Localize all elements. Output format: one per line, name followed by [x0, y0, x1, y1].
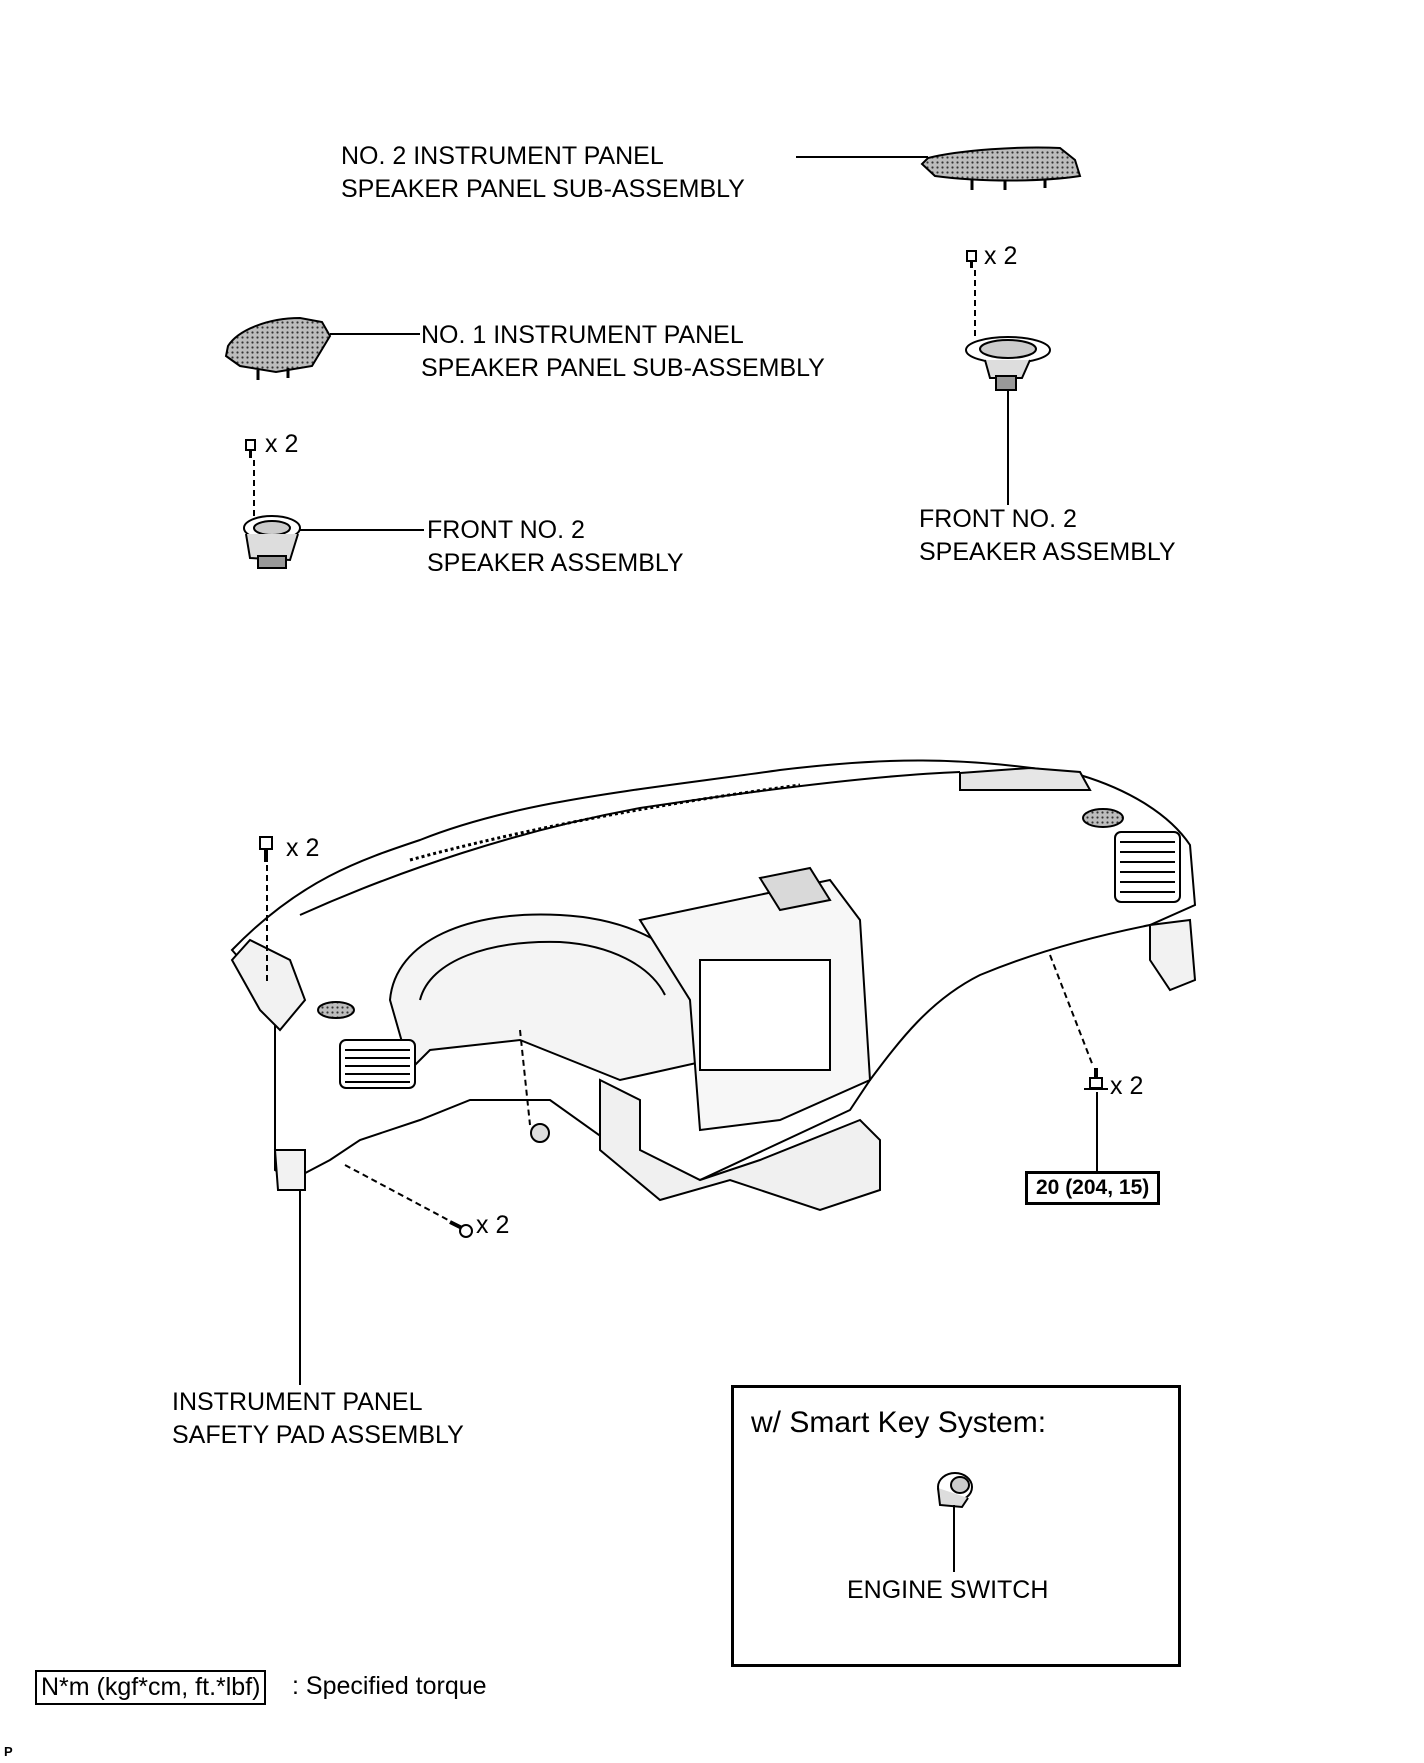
label-line: SPEAKER ASSEMBLY: [919, 538, 1176, 566]
torque-legend-text: : Specified torque: [292, 1672, 487, 1700]
top-left-bolt-icon: [259, 836, 273, 862]
label-line: NO. 2 INSTRUMENT PANEL: [341, 142, 664, 170]
no2-speaker-panel-label: NO. 2 INSTRUMENT PANEL SPEAKER PANEL SUB…: [341, 140, 745, 206]
lower-left-bolt-icon: [449, 1220, 473, 1238]
front-no2-speaker-left-part: [243, 515, 301, 569]
qty-right-speaker-screw: x 2: [984, 242, 1018, 270]
no1-speaker-panel-part: [224, 316, 332, 380]
right-screw-icon: [966, 250, 977, 268]
label-line: SAFETY PAD ASSEMBLY: [172, 1421, 464, 1449]
qty-left-speaker-screw: x 2: [265, 430, 299, 458]
engine-switch-part: [937, 1472, 973, 1509]
smart-key-title: w/ Smart Key System:: [751, 1406, 1047, 1439]
no2-speaker-panel-part: [920, 146, 1082, 190]
label-line: FRONT NO. 2: [427, 516, 585, 544]
dashed-line: [1049, 954, 1094, 1067]
no1-speaker-panel-label: NO. 1 INSTRUMENT PANEL SPEAKER PANEL SUB…: [421, 319, 825, 385]
front-no2-speaker-left-label: FRONT NO. 2 SPEAKER ASSEMBLY: [427, 514, 684, 580]
instrument-panel-part: [230, 759, 1197, 1212]
label-line: NO. 1 INSTRUMENT PANEL: [421, 321, 744, 349]
safety-pad-label: INSTRUMENT PANEL SAFETY PAD ASSEMBLY: [172, 1386, 464, 1452]
qty-lower-left-bolt: x 2: [476, 1211, 510, 1239]
torque-spec-box: 20 (204, 15): [1025, 1171, 1161, 1205]
left-screw-icon: [245, 439, 256, 458]
front-no2-speaker-right-part: [965, 336, 1051, 391]
corner-mark: P: [4, 1744, 13, 1759]
engine-switch-label: ENGINE SWITCH: [847, 1576, 1049, 1604]
dashed-line: [344, 1164, 451, 1222]
label-line: SPEAKER ASSEMBLY: [427, 549, 684, 577]
smart-key-inset: w/ Smart Key System:: [731, 1385, 1181, 1667]
torque-legend-box: N*m (kgf*cm, ft.*lbf): [35, 1670, 267, 1705]
label-line: SPEAKER PANEL SUB-ASSEMBLY: [341, 175, 745, 203]
right-bolt-icon: [1084, 1068, 1108, 1090]
label-line: INSTRUMENT PANEL: [172, 1388, 423, 1416]
front-no2-speaker-right-label: FRONT NO. 2 SPEAKER ASSEMBLY: [919, 503, 1176, 569]
label-line: FRONT NO. 2: [919, 505, 1077, 533]
label-line: SPEAKER PANEL SUB-ASSEMBLY: [421, 354, 825, 382]
dashed-line: [519, 1029, 531, 1126]
qty-right-bolt: x 2: [1110, 1072, 1144, 1100]
qty-top-left-bolt: x 2: [286, 834, 320, 862]
